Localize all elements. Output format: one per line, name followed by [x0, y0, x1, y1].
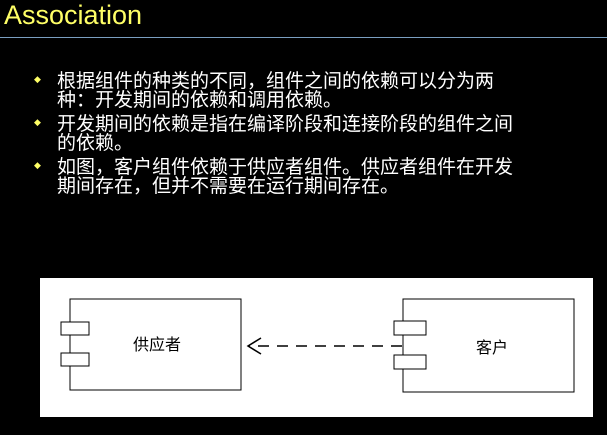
- client-component-tab-bottom: [393, 354, 427, 370]
- component-diagram: 供应者 客户: [40, 278, 593, 417]
- title-divider: [0, 37, 607, 38]
- client-component: [393, 298, 575, 393]
- diagram-canvas: [60, 298, 575, 393]
- bullet-item: ◆ 如图，客户组件依赖于供应者组件。供应者组件在开发 期间存在，但并不需要在运行…: [32, 158, 592, 196]
- diamond-bullet-icon: ◆: [34, 75, 41, 85]
- bullet-text: 如图，客户组件依赖于供应者组件。供应者组件在开发 期间存在，但并不需要在运行期间…: [57, 156, 514, 197]
- bullet-item: ◆ 开发期间的依赖是指在编译阶段和连接阶段的组件之间 的依赖。: [32, 115, 592, 153]
- client-component-body: [402, 298, 575, 393]
- bullet-list: ◆ 根据组件的种类的不同，组件之间的依赖可以分为两 种：开发期间的依赖和调用依赖…: [32, 72, 592, 201]
- client-component-tab-top: [393, 320, 427, 336]
- supplier-component-tab-bottom: [60, 352, 90, 367]
- dependency-arrowhead: [246, 337, 262, 355]
- dependency-arrow: [246, 337, 402, 355]
- supplier-component-tab-top: [60, 321, 90, 336]
- supplier-label: 供应者: [133, 335, 182, 354]
- diamond-bullet-icon: ◆: [34, 161, 41, 171]
- bullet-text: 开发期间的依赖是指在编译阶段和连接阶段的组件之间 的依赖。: [57, 113, 514, 154]
- slide-title: Association: [4, 0, 143, 30]
- bullet-item: ◆ 根据组件的种类的不同，组件之间的依赖可以分为两 种：开发期间的依赖和调用依赖…: [32, 72, 592, 110]
- supplier-component: [60, 298, 242, 391]
- bullet-text: 根据组件的种类的不同，组件之间的依赖可以分为两 种：开发期间的依赖和调用依赖。: [57, 70, 495, 111]
- diamond-bullet-icon: ◆: [34, 118, 41, 128]
- client-label: 客户: [476, 338, 509, 357]
- supplier-component-body: [69, 298, 242, 391]
